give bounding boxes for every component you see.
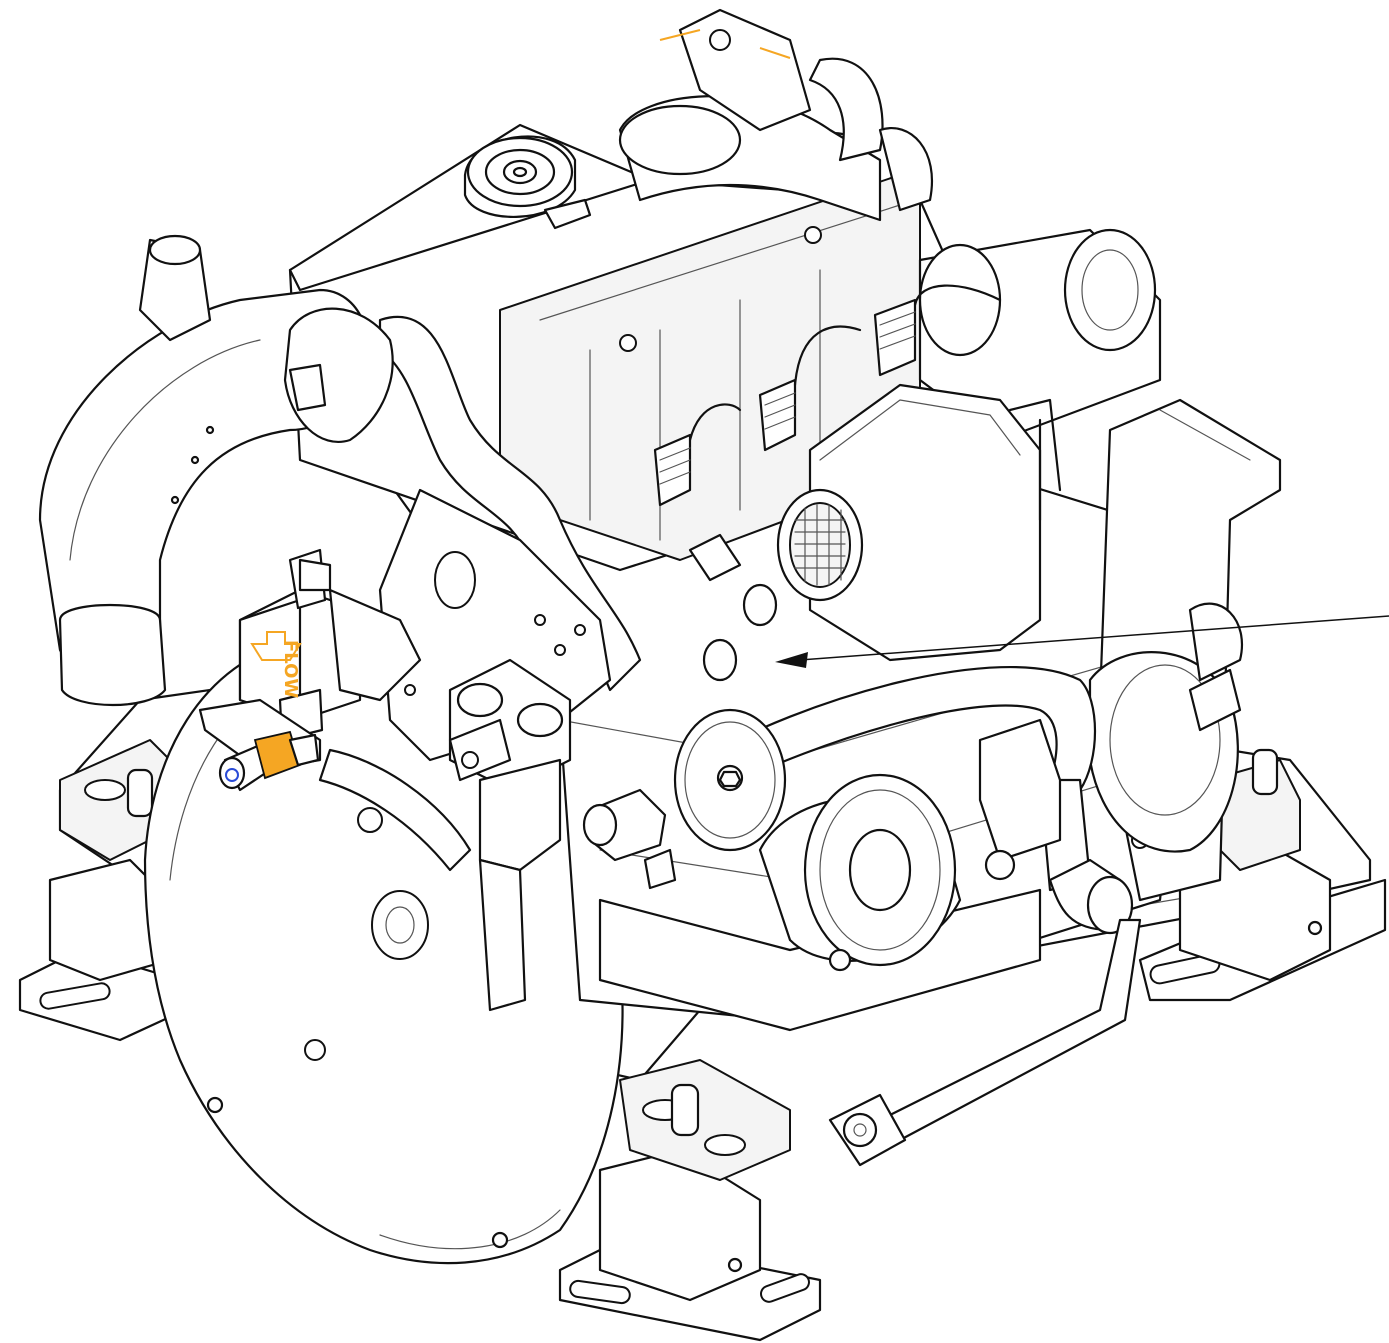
valve-plugs [688,533,778,682]
flow-arrow-icon [250,631,302,661]
heat-exchanger [918,228,1162,442]
oil-filter [758,773,962,972]
water-outlet [448,658,572,1012]
crank-pulley [673,708,787,852]
exhaust-riser-left [38,234,394,707]
temperature-sender [218,730,320,792]
alternator [1088,602,1243,853]
starter-solenoid-cap [978,718,1062,881]
leader-arrow-icon [775,615,1389,668]
flow-label: FLOW [280,640,301,698]
mount-foot-right [1138,748,1387,1002]
air-filter-box [776,383,1042,662]
fuel-fitting-front [582,788,677,890]
exhaust-elbow-top [618,8,933,222]
oil-dipstick-tube [828,918,1142,1167]
mount-foot-front [558,1059,822,1342]
coolant-cap [463,135,592,230]
injectors [653,284,1062,522]
